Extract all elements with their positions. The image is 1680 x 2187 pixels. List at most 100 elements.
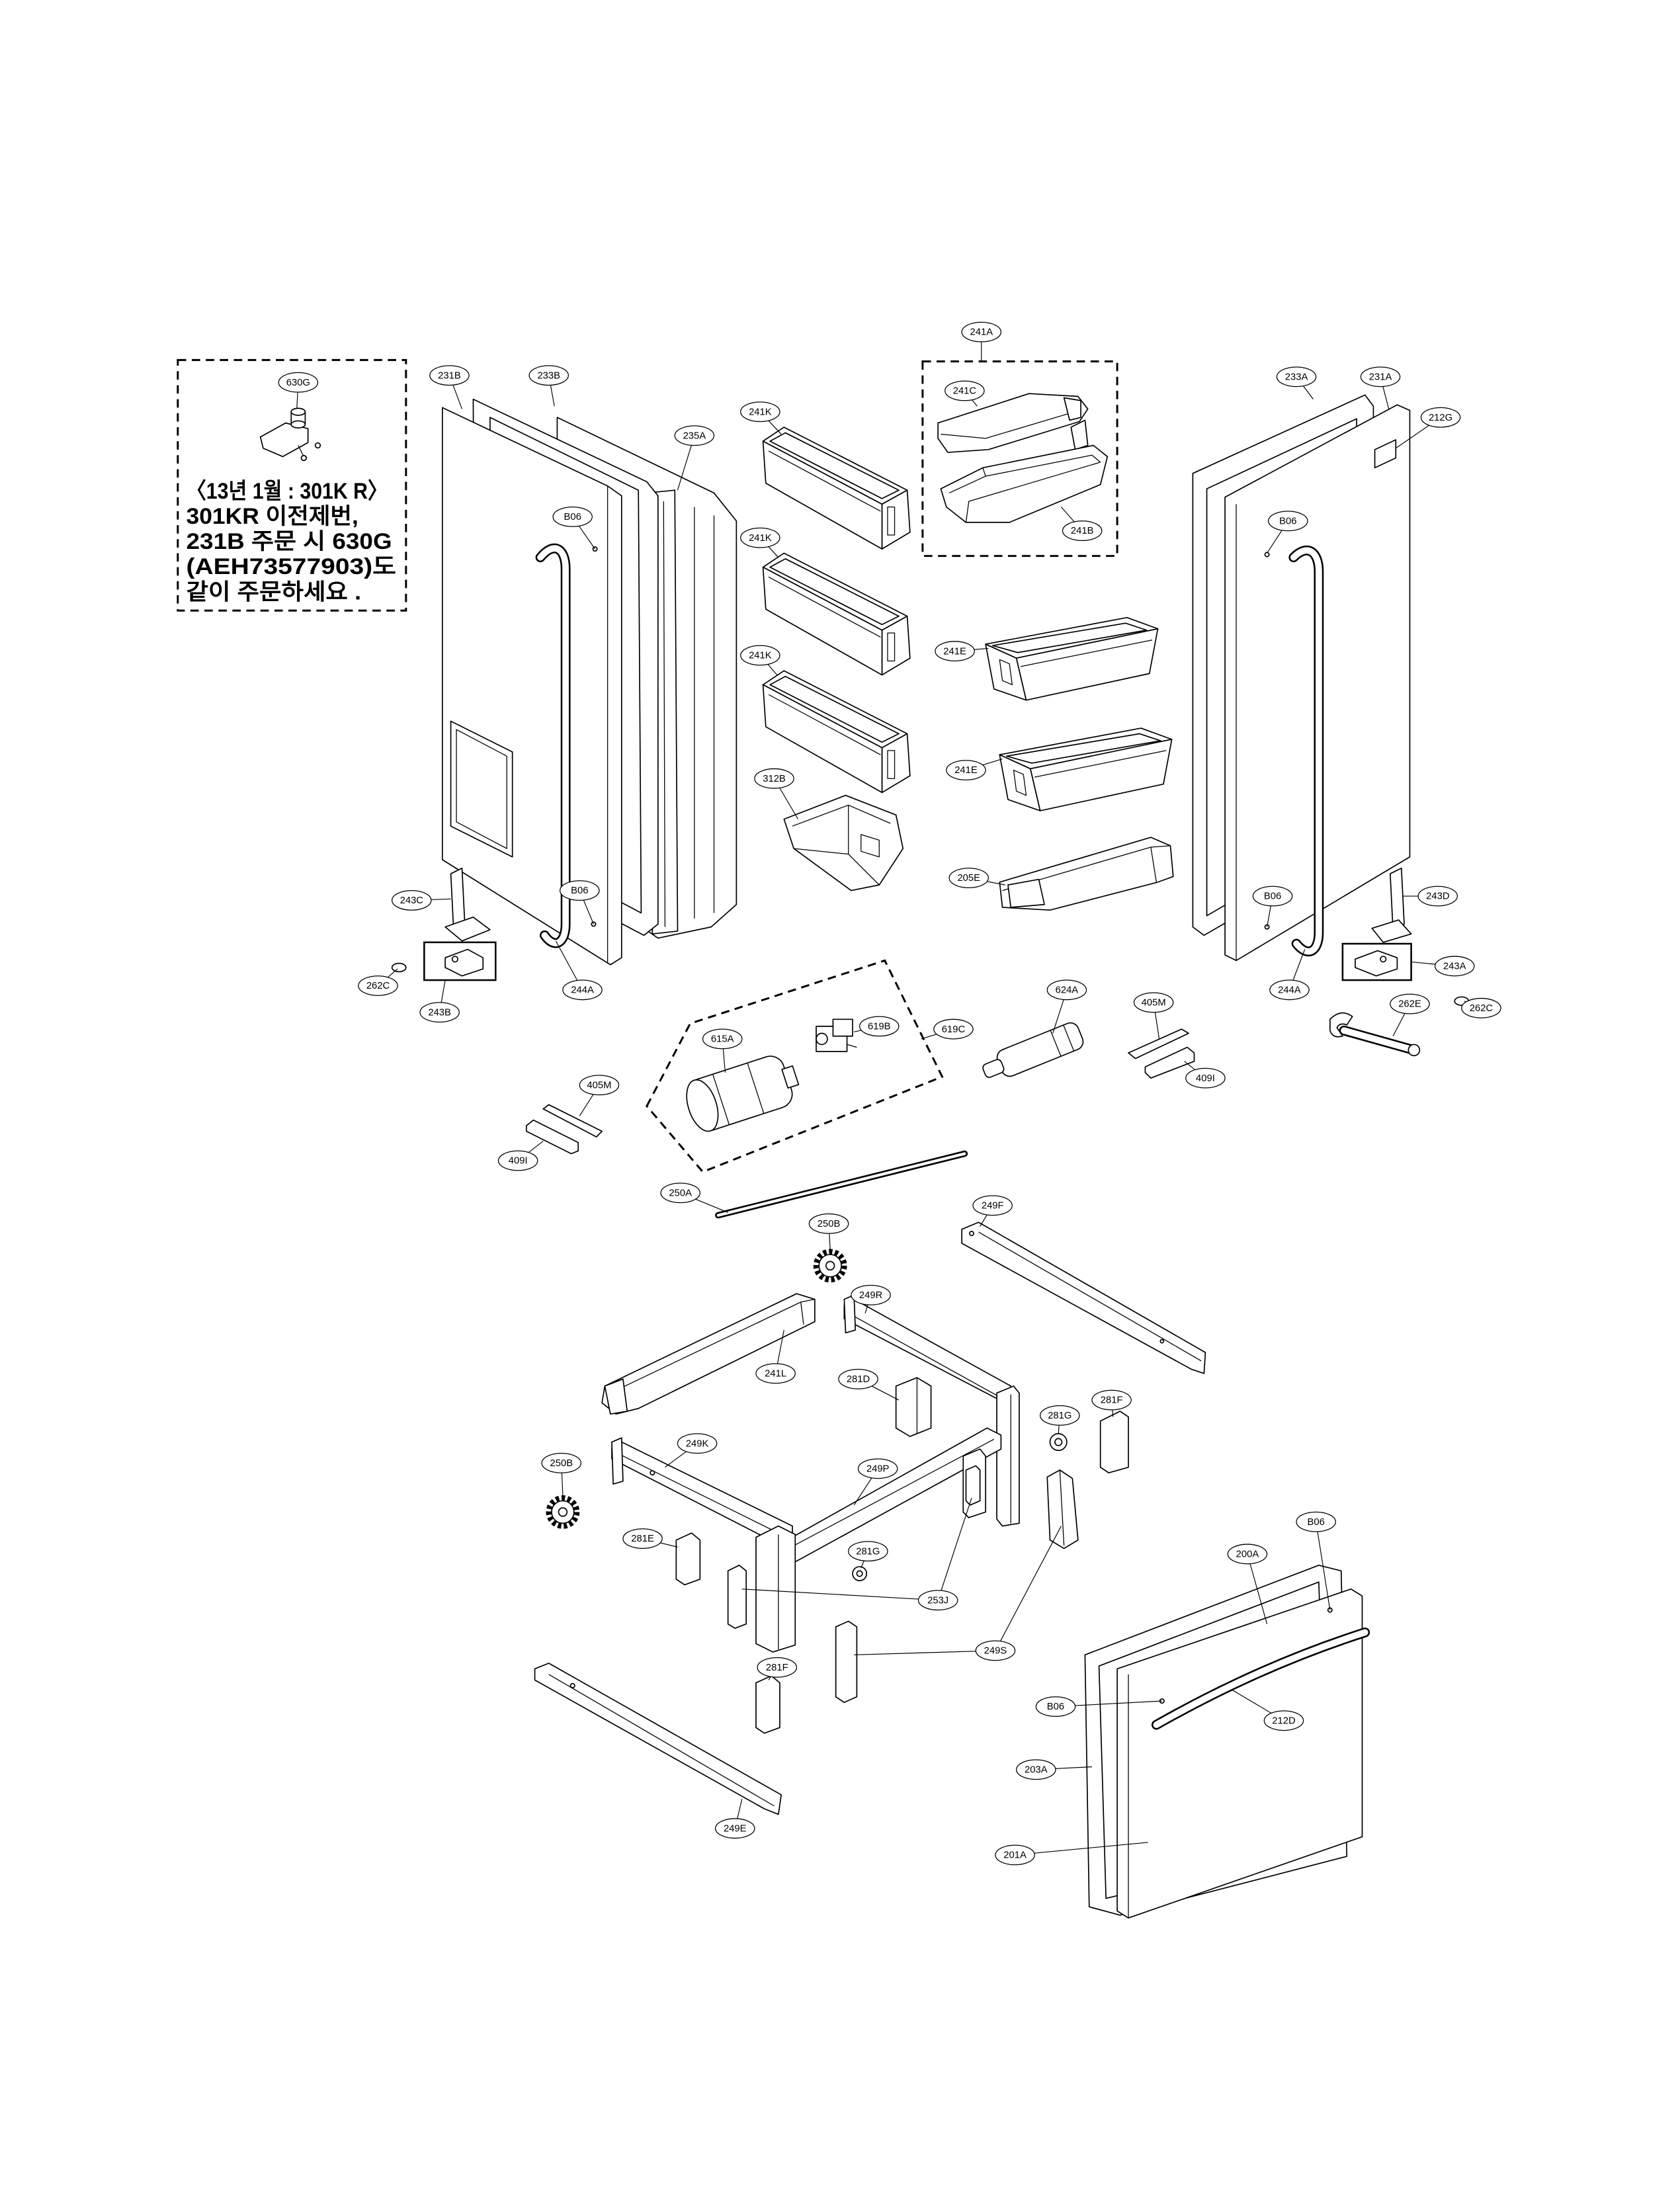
part-243a-hinge-pin (1355, 950, 1398, 977)
callout-b06: B06 (1252, 886, 1293, 927)
callout-241l: 241L (755, 1330, 796, 1384)
callout-label: 249P (866, 1464, 890, 1474)
callout-249f: 249F (972, 1195, 1013, 1227)
callout-405m: 405M (1133, 992, 1174, 1040)
callout-label: 409I (1196, 1073, 1215, 1084)
callout-ellipse (945, 380, 985, 401)
callout-label: 233A (1285, 372, 1308, 382)
note-line: 〈13년 1월 : 301K R〉 (187, 479, 388, 504)
part-249k-front-post (755, 1525, 796, 1653)
callout-281g: 281G (1040, 1405, 1080, 1434)
callout-label: 281G (1048, 1411, 1071, 1421)
callout-ellipse (1185, 1067, 1226, 1089)
callout-624a: 624A (1046, 979, 1087, 1034)
leader-line (937, 1498, 972, 1600)
callout-405m: 405M (579, 1075, 620, 1116)
callout-label: B06 (1308, 1517, 1325, 1528)
callout-619c: 619C (921, 1018, 974, 1040)
callout-label: 243A (1443, 962, 1466, 972)
leader-line (1015, 1842, 1148, 1856)
callout-ellipse (755, 1363, 796, 1384)
part-241e-bin (999, 727, 1173, 811)
callout-label: 241E (954, 765, 978, 776)
part-241k-door-bin (762, 427, 911, 550)
part-624a-water-filter (982, 1022, 1084, 1078)
callout-249k: 249K (665, 1433, 718, 1468)
callout-label: 249S (984, 1646, 1007, 1657)
callout-label: B06 (1047, 1702, 1064, 1712)
leader-line (1247, 1553, 1268, 1624)
callout-ellipse (358, 975, 398, 996)
callout-243b: 243B (419, 979, 460, 1023)
callout-label: 241K (749, 533, 772, 544)
part-241c-cover (937, 393, 1089, 453)
callout-ellipse (961, 321, 1002, 343)
callout-ellipse (660, 1182, 700, 1204)
callout-409i: 409I (1184, 1061, 1226, 1089)
callout-ellipse (622, 1528, 663, 1549)
part-241l-cover (601, 1293, 816, 1415)
note-line: 같이 주문하세요 . (187, 579, 362, 604)
callout-label: 615A (711, 1034, 734, 1045)
part-281g-knob (852, 1566, 868, 1581)
callout-ellipse (1252, 886, 1293, 907)
part-262e-wrench (1329, 1012, 1421, 1057)
callout-ellipse (851, 1284, 891, 1305)
leader-line (1316, 1522, 1331, 1610)
callout-label: 241E (943, 646, 966, 657)
callout-label: 241B (1071, 526, 1094, 536)
callout-ellipse (1091, 1389, 1132, 1411)
part-619b-valve (816, 1018, 857, 1052)
callout-ellipse (859, 1016, 900, 1037)
callout-b06: B06 (1296, 1511, 1336, 1610)
callout-label: 231B (438, 370, 461, 381)
callout-b06: B06 (1035, 1696, 1162, 1717)
note-line: 231B 주문 시 630G (187, 529, 392, 554)
callout-409i: 409I (497, 1141, 544, 1171)
callout-label: 249F (982, 1200, 1004, 1211)
callout-label: 201A (1003, 1850, 1027, 1861)
callout-ellipse (1461, 997, 1501, 1018)
callout-label: 249K (686, 1438, 709, 1449)
part-630g-bracket (259, 407, 321, 462)
callout-312b: 312B (754, 768, 799, 819)
callout-label: 205E (957, 873, 980, 884)
callout-ellipse (1269, 979, 1310, 1001)
callout-label: 281F (1101, 1395, 1123, 1406)
callout-ellipse (562, 979, 603, 1001)
callout-262e: 262E (1390, 993, 1430, 1036)
callout-281e: 281E (622, 1528, 678, 1549)
callout-label: 241K (749, 651, 772, 661)
callout-label: B06 (1279, 516, 1296, 526)
part-243d-hinge (1371, 867, 1412, 943)
callout-ellipse (392, 889, 432, 911)
callout-label: 409I (509, 1156, 528, 1167)
callout-243a: 243A (1411, 956, 1475, 977)
part-615a-water-tank (686, 1055, 800, 1132)
callout-231b: 231B (429, 365, 470, 409)
part-212g-label (1374, 439, 1397, 469)
callout-ellipse (757, 1657, 798, 1678)
part-249e-rail (534, 1663, 782, 1815)
callout-ellipse (541, 1452, 582, 1473)
part-244a-handle-left (535, 543, 571, 948)
callout-ellipse (917, 1590, 958, 1611)
callout-ellipse (740, 645, 780, 666)
callout-ellipse (933, 1018, 974, 1040)
callout-ellipse (1263, 1710, 1304, 1731)
part-243b-hinge-pin (444, 948, 484, 977)
callout-ellipse (1296, 1511, 1336, 1532)
callout-ellipse (1227, 1544, 1268, 1565)
part-281d-stopper (895, 1377, 932, 1437)
callout-212d: 212D (1232, 1689, 1304, 1731)
group-619c-region (646, 959, 944, 1173)
callout-ellipse (552, 506, 593, 527)
callout-label: 405M (587, 1080, 611, 1091)
callout-label: B06 (571, 886, 588, 896)
callout-281f: 281F (1091, 1389, 1132, 1417)
callout-label: 243C (400, 895, 424, 906)
callout-241k: 241K (740, 645, 780, 675)
callout-label: 281G (856, 1546, 880, 1557)
callout-203a: 203A (1016, 1759, 1093, 1780)
part-253j-bracket (727, 1465, 981, 1629)
